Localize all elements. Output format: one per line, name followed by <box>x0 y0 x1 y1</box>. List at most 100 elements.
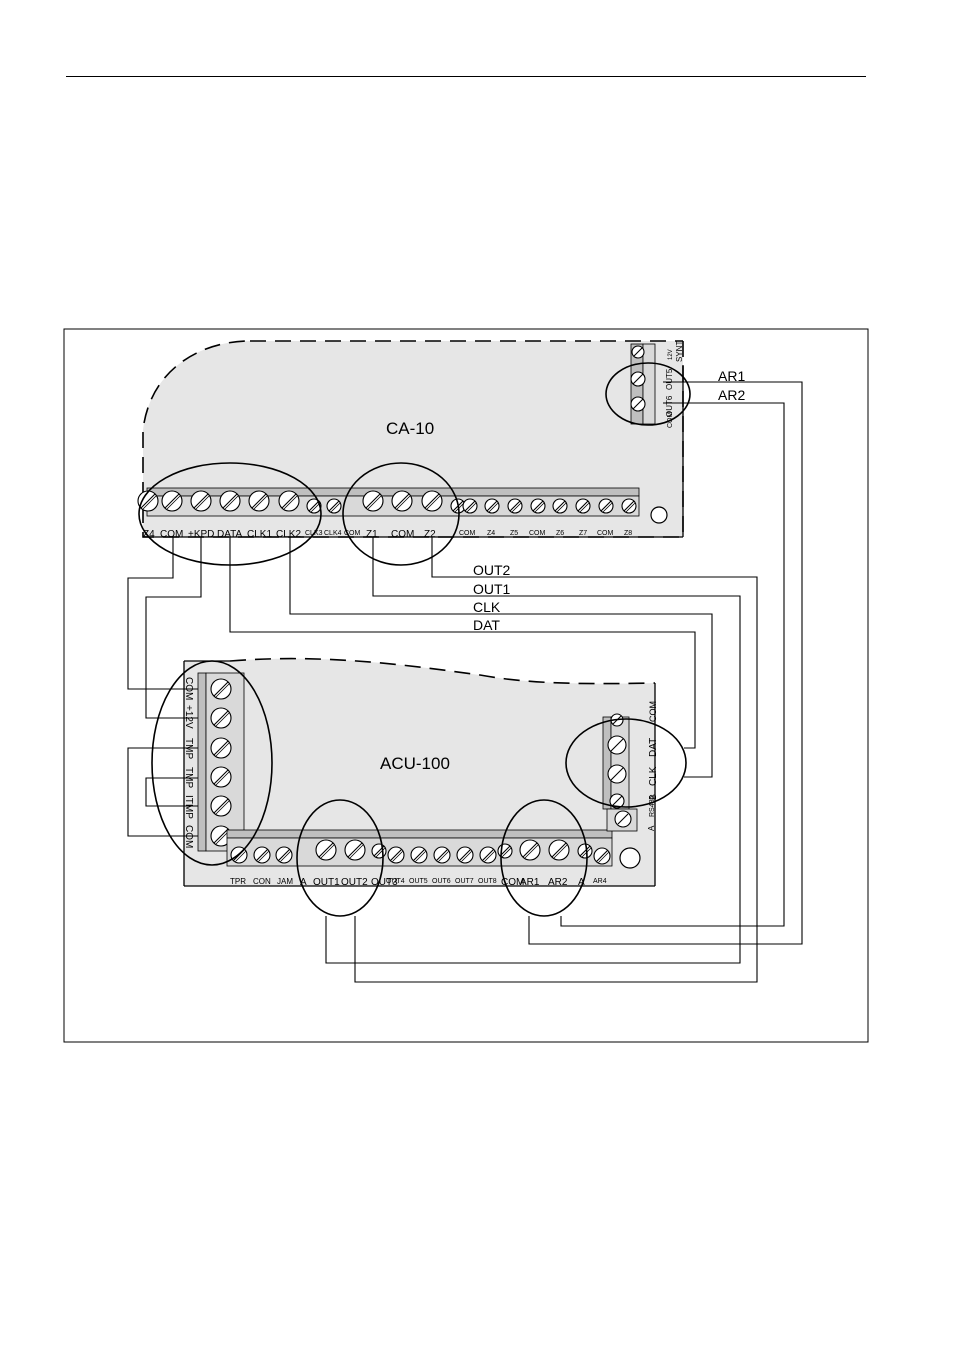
screw-terminal <box>371 843 387 859</box>
acu-right-label-dat: DAT <box>648 738 659 757</box>
acu-right-label-a: A <box>647 825 656 831</box>
screw-terminal <box>190 490 212 512</box>
screw-terminal <box>210 766 232 788</box>
ca10-label-z4: Z4 <box>487 530 495 537</box>
wire-label-ar1: AR1 <box>718 368 745 384</box>
screw-terminal <box>410 846 428 864</box>
acu-left-label-com2: COM <box>183 825 194 848</box>
wire-com <box>127 537 198 690</box>
ca10-label-z5: Z5 <box>510 530 518 537</box>
screw-terminal <box>253 846 271 864</box>
screw-terminal <box>344 839 366 861</box>
acu-label-out3: OUT3 <box>371 877 398 888</box>
ca10-label-z7: Z7 <box>579 530 587 537</box>
screw-terminal <box>315 839 337 861</box>
acu-label-out5: OUT5 <box>409 878 428 885</box>
acu-label-jam: JAM <box>277 877 293 886</box>
acu100-right-labels: COM DAT CLK B RS485 A <box>647 701 659 831</box>
screw-terminal <box>210 678 232 700</box>
acu-label-tpr: TPR <box>230 877 246 886</box>
screw-terminal <box>210 795 232 817</box>
ca10-side-terminal <box>630 343 656 425</box>
wire-ar1 <box>528 381 803 945</box>
acu-label-con: CON <box>253 877 271 886</box>
acu100-highlight-bus <box>565 718 687 808</box>
screw-terminal <box>479 846 497 864</box>
acu-label-com: COM <box>501 877 524 888</box>
ca10-label-kpd: +KPD <box>188 529 214 540</box>
screw-terminal <box>552 498 568 514</box>
ca10-side-label-out5: OUT5 <box>665 368 674 390</box>
ca10-highlight-zones <box>342 462 460 566</box>
acu100-right-terminal <box>602 713 638 832</box>
ca10-label-com2: COM <box>391 529 414 540</box>
acu-right-label-b: B <box>648 794 658 800</box>
acu-left-label-tmp1: TMP <box>183 738 194 759</box>
diagram-frame <box>63 328 869 1043</box>
ca10-label-com4: COM <box>529 530 546 537</box>
screw-terminal <box>248 490 270 512</box>
screw-terminal <box>598 498 614 514</box>
acu-label-a: A <box>300 877 307 888</box>
wire-out1 <box>325 537 741 964</box>
wire-itmp-loop <box>145 777 198 807</box>
acu-label-out4: OUT4 <box>386 878 405 885</box>
acu-left-label-12v: +12V <box>183 705 194 729</box>
wire-label-ar2: AR2 <box>718 387 745 403</box>
ca10-label-com: COM <box>160 529 183 540</box>
screw-terminal <box>530 498 546 514</box>
screw-terminal <box>210 707 232 729</box>
screw-terminal <box>391 490 413 512</box>
wire-label-clk: CLK <box>473 599 501 615</box>
screw-terminal <box>593 847 611 865</box>
acu100-highlight-relays <box>500 799 588 917</box>
ca10-label-com3: COM <box>459 530 476 537</box>
wire-out2 <box>354 537 758 983</box>
screw-terminal <box>575 498 591 514</box>
wire-kpd <box>145 537 202 719</box>
acu-label-out1: OUT1 <box>313 877 340 888</box>
ca10-side-label-out6: OUT6 <box>665 395 674 417</box>
screw-terminal <box>275 846 293 864</box>
acu-label-out2: OUT2 <box>341 877 368 888</box>
ca10-label-clk1: CLK1 <box>247 529 272 540</box>
screw-terminal <box>362 490 384 512</box>
screw-terminal <box>462 498 478 514</box>
wire-data <box>229 537 696 749</box>
wire-label-out2: OUT2 <box>473 562 511 578</box>
screw-terminal <box>326 498 342 514</box>
screw-terminal <box>497 843 513 859</box>
screw-terminal <box>421 490 443 512</box>
ca10-highlight-outputs <box>605 362 691 426</box>
acu-right-label-clk: CLK <box>648 766 659 786</box>
screw-terminal <box>456 846 474 864</box>
ca10-label-clk4: CLK4 <box>324 530 342 537</box>
screw-terminal <box>137 490 159 512</box>
acu100-highlight-power <box>151 660 273 866</box>
acu-label-out6: OUT6 <box>432 878 451 885</box>
acu-label-ar2: AR2 <box>548 877 568 888</box>
acu-right-label-rs485: RS485 <box>649 795 656 817</box>
ca10-title: CA-10 <box>386 419 434 438</box>
screw-terminal <box>278 490 300 512</box>
screw-terminal <box>387 846 405 864</box>
acu-label-a2: A <box>578 877 585 888</box>
ca10-side-label-synt: SYNT <box>675 341 684 362</box>
acu-label-ar1: AR1 <box>520 877 540 888</box>
acu100-highlight-outputs <box>296 799 384 917</box>
screw-terminal <box>210 737 232 759</box>
ca10-label-comb: COM <box>344 530 361 537</box>
screw-terminal <box>577 843 593 859</box>
screw-terminal <box>306 498 322 514</box>
acu-label-ar4: AR4 <box>593 878 607 885</box>
screw-terminal <box>433 846 451 864</box>
screw-terminal <box>161 490 183 512</box>
ca10-label-z2: Z2 <box>424 529 436 540</box>
wire-tmp-loop <box>127 747 198 837</box>
ca10-label-z8: Z8 <box>624 530 632 537</box>
ca10-label-z1: Z1 <box>366 529 378 540</box>
wire-clk <box>289 537 713 778</box>
acu100-left-terminal <box>197 672 245 852</box>
ca10-label-clk2: CLK2 <box>276 529 301 540</box>
